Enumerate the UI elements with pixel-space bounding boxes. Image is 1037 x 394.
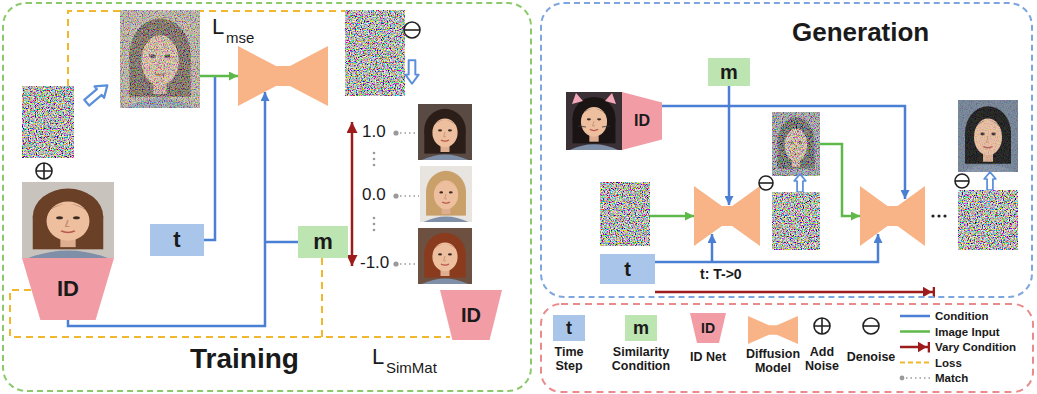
legend-holder: Similarity Condition: [600, 345, 682, 374]
condition-letter: m: [720, 62, 738, 82]
label-holder: t: [553, 315, 585, 341]
legend-text: Match: [935, 371, 968, 385]
condition-letter: m: [313, 231, 333, 253]
id-net: ID: [622, 92, 662, 150]
legend-text: Time Step: [545, 345, 593, 374]
generation-panel: Generation mID t: [540, 2, 1033, 298]
loss-symbol: L: [212, 16, 224, 38]
legend-holder: ID Net: [680, 350, 736, 364]
loss-subscript: mse: [226, 30, 254, 45]
similarity-box: m: [708, 58, 750, 86]
legend-text: Similarity Condition: [600, 345, 682, 374]
legend-text: Loss: [935, 356, 962, 370]
loss-symbol: L: [372, 346, 384, 368]
label-holder: 0.0: [362, 186, 386, 203]
legend-letter: m: [633, 319, 649, 337]
legend-letter: ID: [701, 321, 715, 335]
loss-subscript: SimMat: [386, 360, 437, 375]
legend-holder: Diffusion Model: [735, 347, 811, 376]
legend-text: Image Input: [935, 325, 1000, 339]
time-range: t: T->0: [700, 267, 742, 281]
legend-text: Vary Condition: [935, 340, 1016, 354]
legend-holder: Match: [935, 371, 968, 385]
label-holder: L: [212, 16, 224, 38]
id-label: ID: [634, 113, 650, 129]
legend-holder: Loss: [935, 356, 962, 370]
label-holder: SimMat: [386, 360, 437, 375]
id-label: ID: [461, 305, 481, 325]
condition-letter: t: [624, 259, 631, 279]
legend-text: Denoise: [844, 350, 898, 364]
legend-holder: Time Step: [545, 345, 593, 374]
similarity-value: 1.0: [362, 123, 386, 140]
time-step-box: t: [150, 224, 204, 256]
id-label: ID: [57, 278, 79, 300]
legend-holder: Condition: [935, 309, 989, 323]
time-step-box: t: [600, 254, 655, 284]
legend-holder: Image Input: [935, 325, 1000, 339]
id-net: ID: [440, 290, 502, 340]
similarity-value: -1.0: [360, 254, 389, 271]
label-holder: 1.0: [362, 123, 386, 140]
panel-heading: Generation: [792, 18, 929, 48]
similarity-value: 0.0: [362, 186, 386, 203]
label-holder: mse: [226, 30, 254, 45]
training-panel: Training t mID ID: [2, 2, 532, 392]
legend-holder: Add Noise: [800, 345, 844, 374]
legend-text: ID Net: [680, 350, 736, 364]
label-holder: ID: [690, 313, 726, 343]
condition-letter: t: [173, 229, 180, 251]
id-net: ID: [22, 258, 114, 320]
label-holder: L: [372, 346, 384, 368]
legend-letter: t: [566, 319, 572, 337]
panel-heading: Training: [190, 343, 299, 375]
legend-text: Condition: [935, 309, 989, 323]
label-holder: m: [625, 315, 657, 341]
legend-holder: Vary Condition: [935, 340, 1016, 354]
legend-holder: Denoise: [844, 350, 898, 364]
legend-text: Diffusion Model: [735, 347, 811, 376]
legend-text: Add Noise: [800, 345, 844, 374]
label-holder: -1.0: [360, 254, 389, 271]
similarity-box: m: [298, 226, 348, 258]
label-holder: t: T->0: [700, 267, 742, 281]
